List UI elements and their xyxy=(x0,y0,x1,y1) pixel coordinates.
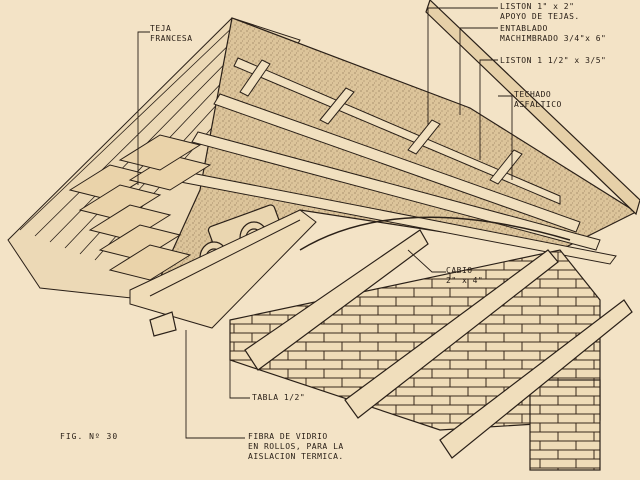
figure-number: FIG. Nº 30 xyxy=(60,432,119,441)
label-techado-line1: TECHADO xyxy=(514,90,552,99)
label-fibra-line1: FIBRA DE VIDRIO xyxy=(248,432,328,441)
label-cabio-line1: CABIO xyxy=(446,266,473,275)
label-fibra-line2: EN ROLLOS, PARA LA xyxy=(248,442,344,451)
label-entablado: ENTABLADO MACHIMBRADO 3/4"x 6" xyxy=(500,24,606,44)
label-liston-apoyo-line2: APOYO DE TEJAS. xyxy=(500,12,580,21)
label-liston-apoyo: LISTON 1" x 2" APOYO DE TEJAS. xyxy=(500,2,580,22)
leader-lines xyxy=(137,7,513,439)
label-cabio: CABIO 2" x 4" xyxy=(446,266,483,286)
label-tabla-line1: TABLA 1/2" xyxy=(252,393,306,402)
label-entablado-line1: ENTABLADO xyxy=(500,24,548,33)
label-liston-2-line1: LISTON 1 1/2" x 3/5" xyxy=(500,56,607,65)
label-teja-line1: TEJA xyxy=(150,24,172,33)
cross-battens xyxy=(239,59,523,185)
battens xyxy=(169,57,617,265)
label-entablado-line2: MACHIMBRADO 3/4"x 6" xyxy=(500,34,607,43)
asphalt-roof-edge xyxy=(425,0,640,216)
label-liston-2: LISTON 1 1/2" x 3/5" xyxy=(500,56,606,66)
label-techado-line2: ASFALTICO xyxy=(514,100,562,109)
label-fibra-line3: AISLACION TERMICA. xyxy=(248,452,344,461)
wood-board xyxy=(129,209,317,329)
label-liston-apoyo-line1: LISTON 1" x 2" xyxy=(500,2,575,11)
label-cabio-line2: 2" x 4" xyxy=(446,276,484,285)
rafters xyxy=(149,229,633,459)
label-teja-line2: FRANCESA xyxy=(150,34,193,43)
label-teja: TEJA FRANCESA xyxy=(150,24,193,44)
french-tiles xyxy=(68,134,212,281)
label-tabla: TABLA 1/2" xyxy=(252,393,305,403)
curved-beam xyxy=(299,216,571,251)
label-fibra: FIBRA DE VIDRIO EN ROLLOS, PARA LA AISLA… xyxy=(248,432,344,462)
label-techado: TECHADO ASFALTICO xyxy=(514,90,562,110)
